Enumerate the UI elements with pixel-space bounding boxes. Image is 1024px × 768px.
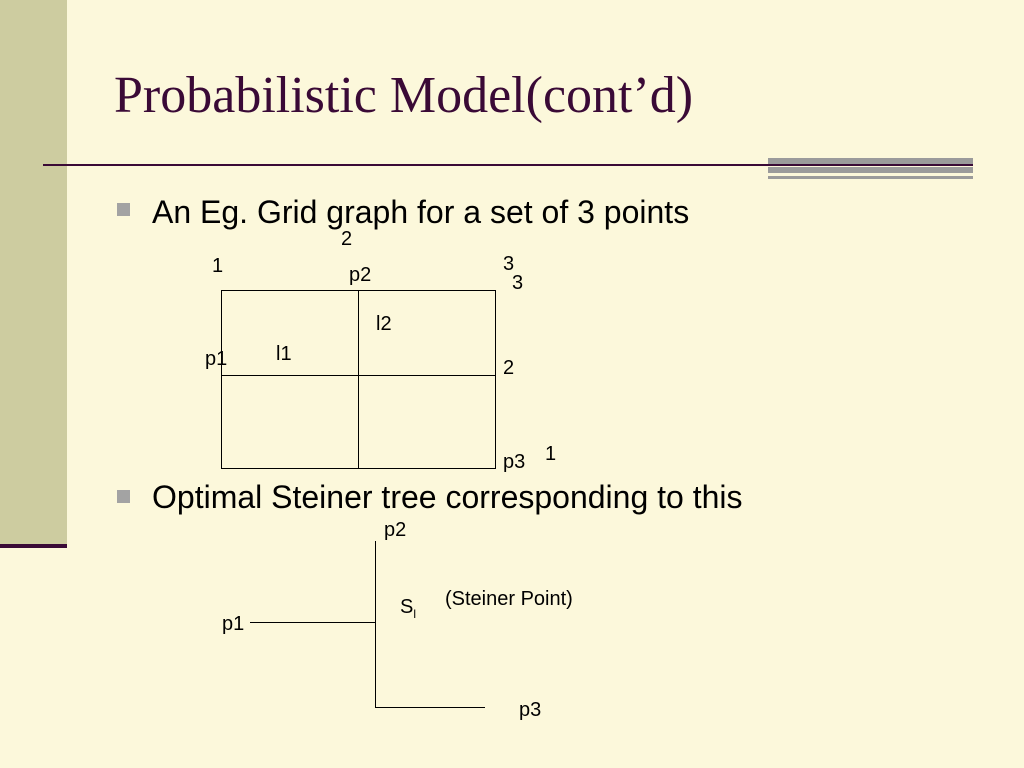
title-divider	[43, 164, 973, 166]
grid-point-p3: p3	[503, 451, 526, 473]
steiner-point-label: Sl	[400, 596, 417, 621]
steiner-point-p2: p2	[384, 519, 407, 541]
bullet-square-icon	[117, 490, 130, 503]
bullet-square-icon	[117, 203, 130, 216]
grid-edge-label-l2: l2	[376, 313, 392, 335]
bullet-steiner-tree: Optimal Steiner tree corresponding to th…	[152, 479, 743, 515]
grid-right-edge	[495, 290, 496, 469]
steiner-branch-p3	[375, 707, 485, 708]
decorative-stripes	[768, 158, 973, 179]
grid-corner-label-bottom-right: 1	[545, 443, 557, 465]
grid-point-p2: p2	[349, 264, 372, 286]
grid-point-p1: p1	[205, 348, 228, 370]
sidebar-divider	[0, 544, 67, 548]
grid-edge-label-l1: l1	[276, 343, 292, 365]
bullet-grid-graph: An Eg. Grid graph for a set of 3 points	[152, 194, 690, 230]
steiner-branch-p1	[250, 622, 375, 623]
grid-corner-label-top-left: 1	[212, 255, 224, 277]
grid-row-label-right: 2	[503, 357, 515, 379]
grid-left-edge	[221, 290, 222, 469]
steiner-point-note: (Steiner Point)	[445, 588, 573, 610]
steiner-trunk-line	[375, 541, 376, 708]
grid-corner-label-top-right: 3	[503, 253, 515, 275]
steiner-point-p3: p3	[519, 699, 542, 721]
grid-corner-label-top-right-2: 3	[512, 272, 524, 294]
slide-title: Probabilistic Model(cont’d)	[114, 67, 694, 124]
grid-top-col-label: 2	[341, 228, 353, 250]
grid-center-edge	[358, 290, 359, 469]
left-sidebar-bar	[0, 0, 67, 548]
steiner-point-p1: p1	[222, 613, 245, 635]
